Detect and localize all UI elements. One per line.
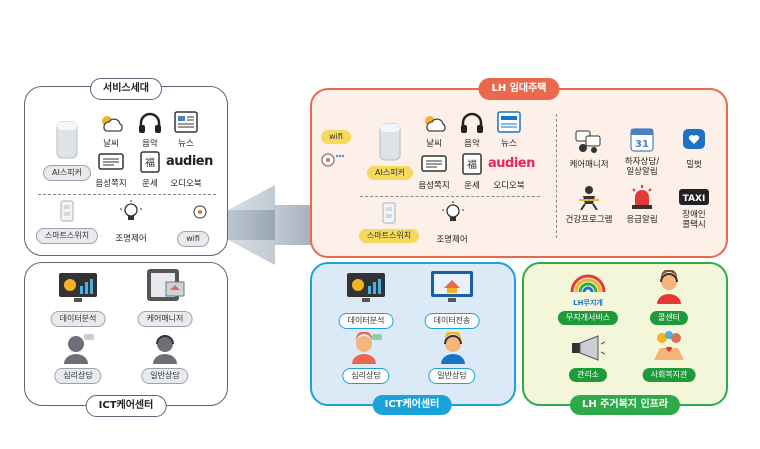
lh-emergency-label: 응급알림 — [626, 215, 658, 225]
call-center-agent-icon — [657, 270, 681, 304]
monitor-chart-icon — [59, 273, 97, 302]
psych-label: 심리상담 — [54, 368, 102, 384]
service-household-title: 서비스세대 — [90, 78, 162, 100]
care-manager-label: 케어매니저 — [137, 311, 193, 327]
news-label: 뉴스 — [178, 139, 194, 149]
svg-text:福: 福 — [467, 158, 477, 171]
lh-audiobook-label: 오디오북 — [493, 181, 525, 191]
lh-health-label: 건강프로그램 — [565, 215, 613, 225]
health-program-icon — [579, 186, 599, 210]
emergency-siren-icon — [632, 185, 652, 209]
weather-icon — [102, 116, 123, 132]
rt-monitor-chart-icon — [347, 273, 385, 302]
lighting-label: 조명제어 — [115, 234, 147, 244]
data-analysis-label: 데이터분석 — [50, 311, 106, 327]
audien-logo: audien — [166, 154, 213, 169]
lh-wifi-label: wifi — [321, 130, 351, 144]
voice-notice-label: 음성쪽지 — [95, 179, 127, 189]
general-label: 일반상담 — [141, 368, 189, 384]
ai-speaker-icon — [56, 121, 78, 159]
music-label: 음악 — [142, 139, 158, 149]
lh-audien-logo: audien — [488, 156, 535, 171]
lh-weather-icon — [425, 116, 446, 132]
divider — [38, 194, 216, 195]
taxi-icon: TAXI — [679, 189, 709, 205]
welfare-box — [522, 262, 728, 406]
welfare-title: LH 주거복지 인프라 — [569, 395, 681, 415]
general-counselor-icon — [153, 335, 177, 364]
lh-news-icon — [497, 111, 521, 133]
voice-notice-icon — [98, 153, 124, 170]
welfare-center-hands-icon — [654, 331, 684, 360]
lh-divider — [360, 196, 540, 197]
meal-heart-icon — [683, 129, 705, 149]
admin-office-label: 관리소 — [568, 368, 608, 382]
rainbow-service-label: 무지개서비스 — [557, 311, 619, 325]
lh-defect-label: 하자상담/ 일상알림 — [625, 157, 659, 177]
calendar-icon: 31 — [630, 128, 654, 152]
svg-text:福: 福 — [145, 156, 155, 169]
lh-defect-text: 하자상담/ 일상알림 — [624, 157, 660, 177]
smart-switch-icon — [60, 200, 74, 222]
wifi-label: wifi — [177, 231, 209, 247]
ict-right-title: ICT케어센터 — [372, 395, 452, 415]
lh-voice-notice-icon — [421, 155, 447, 172]
lh-lighting-label: 조명제어 — [436, 235, 468, 245]
lh-taxi-label: 장애인 콜택시 — [682, 210, 705, 230]
headphones-icon — [139, 112, 161, 133]
smart-switch-label: 스마트스위치 — [35, 228, 99, 244]
lh-lightbulb-icon — [442, 201, 464, 221]
lh-care-manager-label: 케어매니저 — [569, 160, 609, 170]
lh-wifi-sensor-icon — [321, 153, 344, 167]
lh-voice-notice-label: 음성쪽지 — [418, 181, 450, 191]
rt-psych-label: 심리상담 — [342, 368, 390, 384]
lh-fortune-label: 운세 — [464, 181, 480, 191]
lh-meal-label: 밀벗 — [686, 160, 702, 170]
ict-left-box — [24, 262, 228, 406]
lh-ai-speaker-label: AI스피커 — [367, 166, 413, 180]
fortune-label: 운세 — [142, 179, 158, 189]
rainbow-logo-icon — [570, 274, 606, 293]
rt-general-counselor-icon — [441, 332, 465, 364]
megaphone-icon — [572, 335, 606, 361]
fortune-icon: 福 — [140, 151, 160, 173]
lh-smart-switch-label: 스마트스위치 — [358, 229, 420, 243]
lh-housing-title: LH 임대주택 — [478, 78, 560, 100]
welfare-center-label: 사회복지관 — [642, 368, 696, 382]
care-manager-tablet-icon — [147, 269, 185, 301]
news-icon — [174, 111, 198, 133]
lh-vertical-divider — [556, 114, 557, 238]
lightbulb-icon — [120, 200, 142, 220]
lh-smart-switch-icon — [382, 202, 396, 224]
rt-data-transfer-label: 데이터전송 — [424, 313, 480, 329]
calendar-day: 31 — [635, 139, 649, 150]
audiobook-label: 오디오북 — [170, 179, 202, 189]
psych-counselor-icon — [64, 334, 94, 364]
weather-label: 날씨 — [103, 139, 119, 149]
call-center-label: 콜센터 — [649, 311, 689, 325]
lh-music-label: 음악 — [464, 139, 480, 149]
ict-left-title: ICT케어센터 — [85, 395, 167, 417]
lh-ai-speaker-icon — [379, 123, 401, 161]
lh-news-label: 뉴스 — [501, 139, 517, 149]
data-transfer-monitor-icon — [431, 271, 473, 302]
taxi-badge: TAXI — [683, 194, 706, 204]
ict-right-box — [310, 262, 516, 406]
rt-data-analysis-label: 데이터분석 — [338, 313, 394, 329]
lh-fortune-icon: 福 — [462, 153, 482, 175]
rainbow-logo-text: LH무지개 — [573, 299, 603, 307]
ai-speaker-label: AI스피커 — [43, 165, 91, 181]
care-manager-chat-icon — [575, 130, 601, 153]
rt-psych-counselor-icon — [352, 332, 382, 364]
lh-headphones-icon — [461, 112, 483, 133]
rt-general-label: 일반상담 — [428, 368, 476, 384]
lh-weather-label: 날씨 — [426, 139, 442, 149]
lh-taxi-text: 장애인 콜택시 — [682, 210, 706, 230]
wifi-sensor-icon — [193, 205, 207, 219]
